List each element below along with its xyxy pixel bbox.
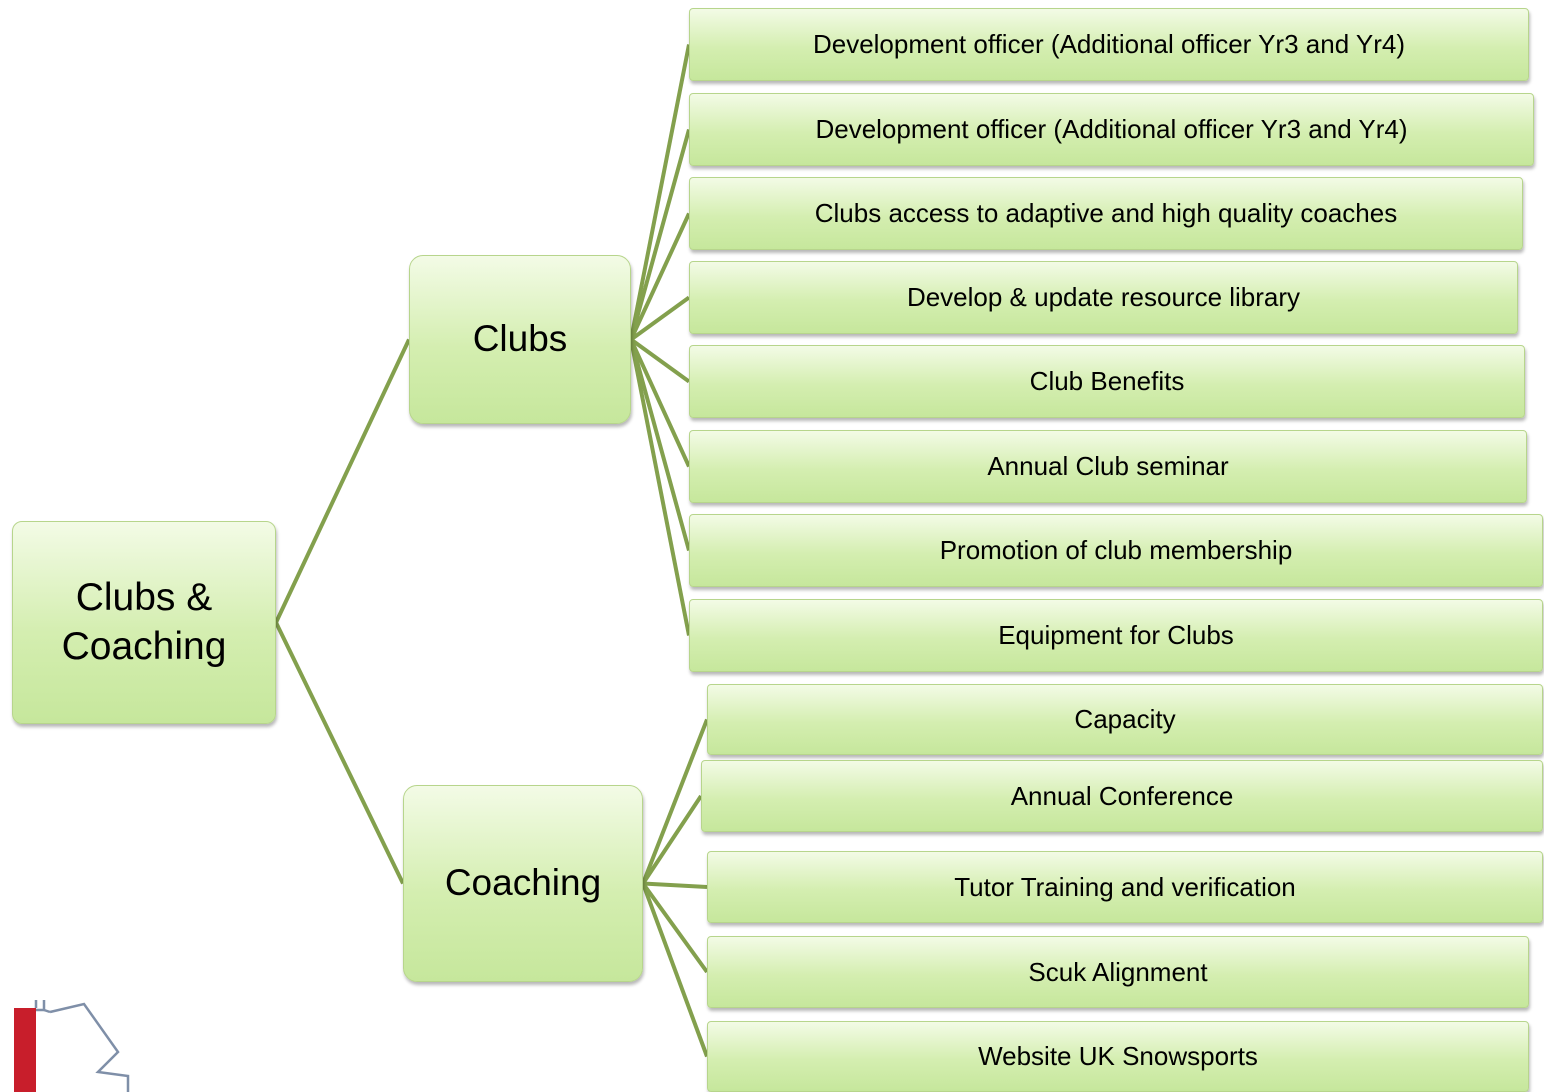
connector-coaching-leaf: [641, 882, 709, 974]
connector-clubs-leaf: [629, 44, 691, 340]
leaf-node: Scuk Alignment: [707, 936, 1529, 1008]
connector-coaching-leaf: [641, 718, 709, 885]
logo-outline: [34, 1000, 130, 1092]
leaf-node: Development officer (Additional officer …: [689, 8, 1529, 81]
leaf-node: Annual Club seminar: [689, 430, 1527, 503]
branch-node-label: Clubs: [472, 318, 568, 360]
connector-clubs-leaf: [629, 338, 691, 552]
leaf-node: Promotion of club membership: [689, 514, 1543, 587]
connector-clubs-leaf: [629, 338, 691, 468]
leaf-node-label: Development officer (Additional officer …: [812, 29, 1406, 60]
leaf-node-label: Annual Club seminar: [987, 451, 1229, 482]
branch-node-clubs: Clubs: [409, 255, 631, 424]
connector-coaching-leaf: [642, 881, 708, 889]
leaf-node-label: Tutor Training and verification: [954, 871, 1296, 902]
leaf-node: Development officer (Additional officer …: [689, 93, 1534, 166]
leaf-node-label: Scuk Alignment: [1028, 956, 1208, 987]
root-node-label: Clubs & Coaching: [61, 575, 227, 668]
leaf-node-label: Development officer (Additional officer …: [815, 114, 1408, 145]
leaf-node: Website UK Snowsports: [707, 1021, 1529, 1092]
leaf-node-label: Club Benefits: [1029, 366, 1185, 397]
logo-red-bar: [14, 1008, 36, 1092]
leaf-node-label: Promotion of club membership: [939, 535, 1293, 566]
logo-icon: [14, 1000, 130, 1092]
connector-coaching-leaf: [641, 882, 709, 1058]
leaf-node: Capacity: [707, 684, 1543, 755]
leaf-node-label: Capacity: [1074, 704, 1176, 735]
leaf-node: Annual Conference: [701, 760, 1543, 832]
root-node: Clubs & Coaching: [12, 521, 276, 724]
leaf-node-label: Equipment for Clubs: [998, 620, 1234, 651]
leaf-node: Develop & update resource library: [689, 261, 1518, 334]
leaf-node: Tutor Training and verification: [707, 851, 1543, 923]
connector-clubs-leaf: [629, 295, 691, 342]
connector-root-clubs: [274, 338, 411, 624]
leaf-node-label: Annual Conference: [1010, 780, 1234, 811]
connector-coaching-leaf: [641, 794, 703, 885]
connector-clubs-leaf: [629, 337, 691, 384]
leaf-node: Equipment for Clubs: [689, 599, 1543, 672]
connector-root-coaching: [274, 621, 405, 885]
leaf-node-label: Website UK Snowsports: [978, 1041, 1258, 1072]
leaf-node: Clubs access to adaptive and high qualit…: [689, 177, 1523, 250]
connector-clubs-leaf: [629, 212, 691, 341]
connector-clubs-leaf: [629, 128, 691, 341]
leaf-node-label: Develop & update resource library: [906, 282, 1301, 313]
leaf-node-label: Clubs access to adaptive and high qualit…: [814, 198, 1398, 229]
connector-clubs-leaf: [629, 339, 691, 636]
branch-node-coaching: Coaching: [403, 785, 643, 982]
leaf-node: Club Benefits: [689, 345, 1525, 418]
branch-node-label: Coaching: [444, 862, 602, 904]
